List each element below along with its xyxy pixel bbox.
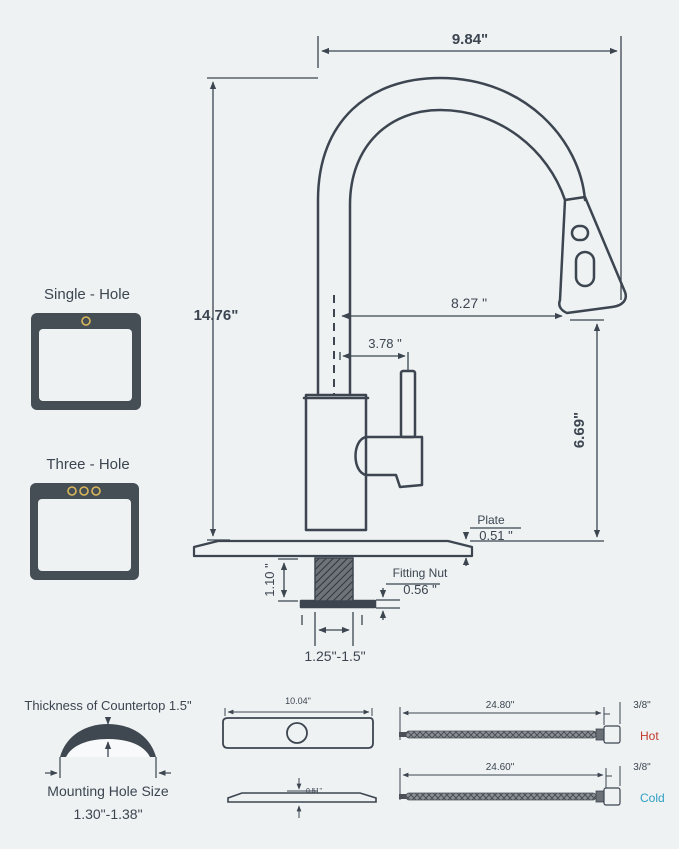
fitting-nut-value: 0.56 " (403, 582, 437, 597)
mounting-hole-label: Mounting Hole Size (47, 783, 169, 799)
shank (314, 557, 354, 602)
fitting-nut-label: Fitting Nut (393, 566, 448, 580)
reach-dimension: 8.27 " (451, 295, 487, 311)
shank-diameter-dimension: 1.25"-1.5" (304, 648, 365, 664)
hot-hose (399, 702, 621, 744)
three-hole-label: Three - Hole (46, 456, 129, 473)
three-hole-sink (30, 483, 139, 580)
cold-fitting-size: 3/8" (633, 762, 651, 773)
countertop-hole (45, 716, 171, 778)
width-dimension: 9.84" (452, 31, 488, 48)
single-hole-sink (31, 313, 141, 410)
countertop-thickness-label: Thickness of Countertop 1.5" (24, 698, 192, 713)
deck-plate-length: 10.04" (285, 696, 311, 706)
spout-height-dimension: 6.69" (571, 412, 588, 448)
cold-hose (399, 766, 621, 806)
hot-hose-length: 24.80" (486, 700, 515, 711)
deck-plate (222, 708, 377, 818)
cold-hose-length: 24.60" (486, 762, 515, 773)
hot-fitting-size: 3/8" (633, 700, 651, 711)
plate-label: Plate (477, 513, 505, 527)
mounting-hole-size: 1.30"-1.38" (73, 806, 142, 822)
handle-offset-dimension: 3.78 " (368, 336, 402, 351)
shank-length-dimension: 1.10 " (262, 563, 277, 597)
cold-label: Cold (640, 791, 665, 805)
deck-plate-thickness: 0.51" (306, 788, 323, 795)
faucet-outline (192, 76, 627, 609)
single-hole-label: Single - Hole (44, 286, 130, 303)
plate-value: 0.51 " (479, 528, 513, 543)
height-dimension: 14.76" (194, 307, 239, 324)
hot-label: Hot (640, 729, 659, 743)
